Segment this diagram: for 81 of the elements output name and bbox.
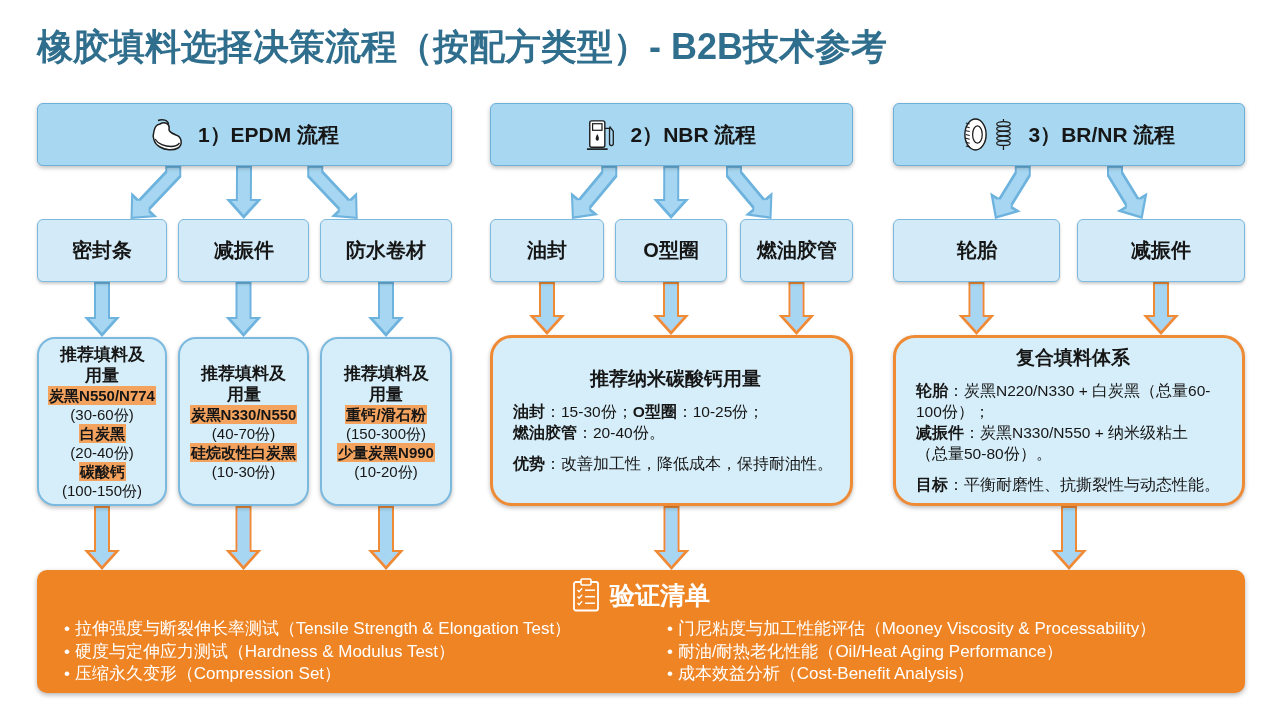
arrow xyxy=(84,506,120,570)
header-title: 3）BR/NR 流程 xyxy=(1028,121,1176,148)
recommendation-card xyxy=(893,335,1245,506)
panel-heading: 验证清单 xyxy=(610,580,710,611)
checklist-item: • 门尼粘度与加工性能评估（Mooney Viscosity & Processability） xyxy=(667,618,1157,640)
arrow xyxy=(990,166,1031,219)
recommendation-card xyxy=(37,337,167,506)
checklist-panel xyxy=(37,570,1245,693)
filler-name: 碳酸钙 xyxy=(78,461,126,481)
card-heading: 推荐填料及用量 xyxy=(199,362,287,405)
arrow xyxy=(1107,166,1148,219)
filler-name: 重钙/滑石粉 xyxy=(345,404,427,424)
arrow xyxy=(225,166,262,219)
card-text: 减振件：炭黑N330/N550 + 纳米级粘土（总量50-80份）。 xyxy=(916,423,1190,464)
application-box xyxy=(615,219,727,282)
recommendation-card xyxy=(490,335,853,506)
card-heading: 推荐纳米碳酸钙用量 xyxy=(588,367,762,391)
application-label: 密封条 xyxy=(72,238,132,263)
arrow xyxy=(1051,506,1087,570)
arrow xyxy=(368,506,404,570)
card-text: 目标：平衡耐磨性、抗撕裂性与动态性能。 xyxy=(916,475,1220,495)
checklist-item: • 拉伸强度与断裂伸长率测试（Tensile Strength & Elongation Test） xyxy=(64,618,572,640)
arrow xyxy=(778,282,815,335)
arrow xyxy=(84,282,120,337)
arrow xyxy=(130,166,182,219)
header-title: 2）NBR 流程 xyxy=(630,121,757,148)
arrow xyxy=(653,282,689,335)
header-title: 1）EPDM 流程 xyxy=(197,121,340,148)
arrow xyxy=(653,506,690,570)
filler-name: 炭黑N550/N774 xyxy=(48,385,156,405)
application-label: 减振件 xyxy=(1131,238,1191,263)
category-header xyxy=(893,103,1245,166)
checklist-item: • 压缩永久变形（Compression Set） xyxy=(64,663,342,685)
dosage-text: (20-40份) xyxy=(70,442,134,462)
arrow xyxy=(1143,282,1179,335)
dosage-text: (10-20份) xyxy=(354,461,418,481)
dosage-text: (100-150份) xyxy=(61,480,142,500)
card-heading: 推荐填料及用量 xyxy=(58,343,146,386)
dosage-text: (30-60份) xyxy=(70,404,134,424)
filler-name: 炭黑N330/N550 xyxy=(189,404,298,424)
page-title: 橡胶填料选择决策流程（按配方类型）- B2B技术参考 xyxy=(37,26,887,68)
filler-name: 硅烷改性白炭黑 xyxy=(190,442,297,462)
dosage-text: (10-30份) xyxy=(211,461,276,481)
arrow xyxy=(368,282,404,337)
category-header xyxy=(37,103,452,166)
category-header xyxy=(490,103,853,166)
card-text: 优势：改善加工性，降低成本，保持耐油性。 xyxy=(513,454,833,474)
application-label: 防水卷材 xyxy=(346,238,426,263)
recommendation-card xyxy=(178,337,309,506)
checklist-item: • 成本效益分析（Cost-Benefit Analysis） xyxy=(667,663,975,685)
card-text: 油封：15-30份；O型圈：10-25份；燃油胶管：20-40份。 xyxy=(513,402,766,443)
arrow xyxy=(529,282,565,335)
application-label: O型圈 xyxy=(643,238,699,263)
application-box xyxy=(178,219,309,282)
card-heading: 推荐填料及用量 xyxy=(342,362,430,405)
application-box xyxy=(37,219,167,282)
checklist-item: • 耐油/耐热老化性能（Oil/Heat Aging Performance） xyxy=(667,640,1064,663)
application-box xyxy=(490,219,604,282)
application-label: 轮胎 xyxy=(956,238,997,263)
application-box xyxy=(1077,219,1245,282)
application-box xyxy=(740,219,853,282)
checklist-item: • 硬度与定伸应力测试（Hardness & Modulus Test） xyxy=(64,640,456,663)
recommendation-card xyxy=(320,337,452,506)
dosage-text: (150-300份) xyxy=(345,423,426,443)
filler-name: 少量炭黑N990 xyxy=(337,442,435,462)
card-heading: 复合填料体系 xyxy=(1015,346,1131,370)
arrow xyxy=(726,166,773,219)
arrow xyxy=(225,506,262,570)
arrow xyxy=(570,166,618,219)
arrow xyxy=(653,166,690,219)
arrow xyxy=(958,282,995,335)
application-box xyxy=(893,219,1060,282)
dosage-text: (40-70份) xyxy=(211,423,276,443)
application-box xyxy=(320,219,452,282)
application-label: 减振件 xyxy=(213,238,274,263)
application-label: 燃油胶管 xyxy=(756,238,837,263)
arrow xyxy=(225,282,262,337)
application-label: 油封 xyxy=(527,238,567,263)
filler-name: 白炭黑 xyxy=(78,423,126,443)
arrow xyxy=(307,166,359,219)
card-text: 轮胎：炭黑N220/N330 + 白炭黑（总量60-100份）； xyxy=(916,381,1212,422)
